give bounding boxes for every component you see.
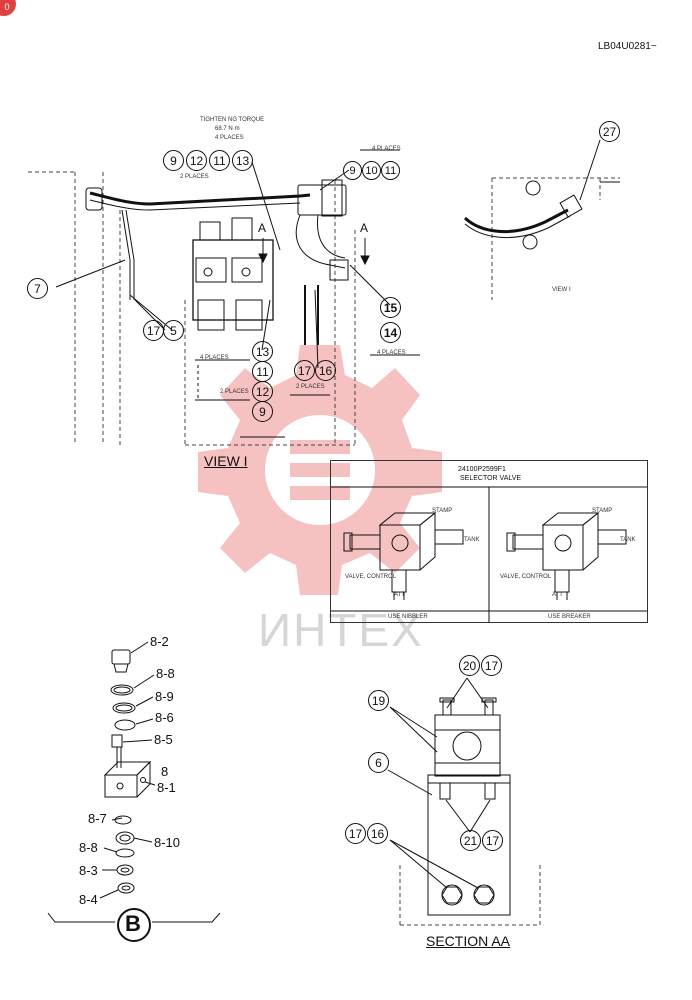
two-places-top-note: 2 PLACES xyxy=(180,174,209,180)
right-stamp-label: STAMP xyxy=(592,508,613,514)
two-places-bottom-note: 2 PLACES xyxy=(296,384,325,390)
four-places-right-note: 4 PLACES xyxy=(372,146,401,152)
callout-9-right: 9 xyxy=(343,161,362,180)
callout-9-mid: 9 xyxy=(252,401,273,422)
callout-14: 14 xyxy=(380,322,401,343)
section-aa-title: SECTION AA xyxy=(426,933,511,949)
detail-b-marker: B xyxy=(125,911,141,936)
callout-17-left: 17 xyxy=(143,320,164,341)
label-8: 8 xyxy=(161,764,169,779)
corner-badge: 0 xyxy=(0,0,16,16)
callout-11-mid: 11 xyxy=(252,361,273,382)
torque-note-3: 4 PLACES xyxy=(215,135,244,141)
callout-27: 27 xyxy=(599,121,620,142)
left-tank-label: TANK xyxy=(464,537,480,543)
left-caption-use-nibbler: USE NIBBLER xyxy=(388,614,428,620)
section-marker-left: A xyxy=(258,221,267,235)
callout-20: 20 xyxy=(459,655,480,676)
right-valve-control-label: VALVE, CONTROL xyxy=(500,574,552,580)
callout-5: 5 xyxy=(163,320,184,341)
label-8-8-bottom: 8-8 xyxy=(79,840,98,855)
watermark-text: ИНТЕХ xyxy=(258,604,424,656)
callout-19: 19 xyxy=(368,690,389,711)
selector-valve-title: SELECTOR VALVE xyxy=(460,475,522,482)
left-att-label: ATT xyxy=(394,592,405,598)
selector-valve-part-no: 24100P2599F1 xyxy=(458,466,506,473)
callout-17-mid: 17 xyxy=(294,360,315,381)
label-8-5: 8-5 xyxy=(154,732,173,747)
label-8-7: 8-7 xyxy=(88,811,107,826)
label-8-8-top: 8-8 xyxy=(156,666,175,681)
section-marker-right: A xyxy=(360,221,369,235)
right-tank-label: TANK xyxy=(620,537,636,543)
callout-11-top: 11 xyxy=(209,150,230,171)
label-8-2: 8-2 xyxy=(150,634,169,649)
callout-21: 21 xyxy=(460,830,481,851)
right-caption-use-breaker: USE BREAKER xyxy=(548,614,591,620)
label-8-3: 8-3 xyxy=(79,863,98,878)
label-8-10: 8-10 xyxy=(154,835,181,850)
callout-16-aa-bottom: 16 xyxy=(367,823,388,844)
callout-17-aa-top: 17 xyxy=(481,655,502,676)
callout-12-mid: 12 xyxy=(252,381,273,402)
callout-10-right: 10 xyxy=(362,161,381,180)
callout-11-right: 11 xyxy=(381,161,400,180)
callout-13-top: 13 xyxy=(232,150,253,171)
callout-17-aa-bottom: 17 xyxy=(345,823,366,844)
document-code: LB04U0281~ xyxy=(598,41,657,52)
label-8-4: 8-4 xyxy=(79,892,98,907)
callout-17-aa-mid: 17 xyxy=(482,830,503,851)
torque-note-1: TIGHTEN NG TORQUE xyxy=(200,117,265,123)
label-8-9: 8-9 xyxy=(155,689,174,704)
left-stamp-label: STAMP xyxy=(432,508,453,514)
callout-7: 7 xyxy=(27,278,48,299)
callout-13-mid: 13 xyxy=(252,341,273,362)
callout-6: 6 xyxy=(368,752,389,773)
four-places-mid-note: 4 PLACES xyxy=(200,355,229,361)
callout-15: 15 xyxy=(380,297,401,318)
selector-valve-inset xyxy=(330,460,648,623)
right-att-label: ATT xyxy=(552,592,563,598)
callout-12-top: 12 xyxy=(186,150,207,171)
callout-16-mid: 16 xyxy=(315,360,336,381)
callout-9-top: 9 xyxy=(163,150,184,171)
label-8-6: 8-6 xyxy=(155,710,174,725)
detail-view-note: VIEW I xyxy=(552,287,571,293)
two-places-mid-note: 2 PLACES xyxy=(220,389,249,395)
torque-note-2: 68.7 N·m xyxy=(215,126,240,132)
four-places-bottom-note: 4 PLACES xyxy=(377,350,406,356)
left-valve-control-label: VALVE, CONTROL xyxy=(345,574,397,580)
label-8-1: 8-1 xyxy=(157,780,176,795)
view-i-title: VIEW I xyxy=(204,453,248,469)
